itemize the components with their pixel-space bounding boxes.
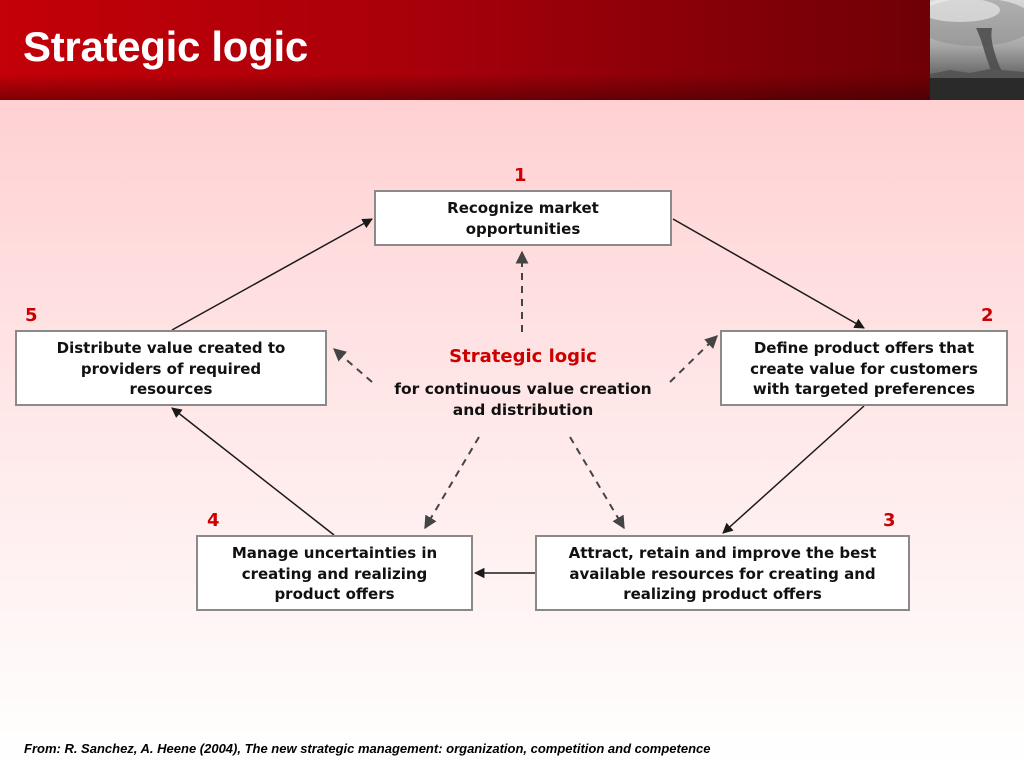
step-2-line-2: create value for customers — [750, 359, 978, 378]
tornado-photo — [930, 0, 1024, 100]
step-1-line-2: opportunities — [465, 219, 581, 238]
step-box-attract-resources: Attract, retain and improve the best ava… — [535, 535, 910, 611]
dashed-arrow-to-3 — [569, 436, 625, 530]
step-box-define-product-offers: Define product offers that create value … — [720, 330, 1008, 406]
step-box-distribute-value: Distribute value created to providers of… — [15, 330, 327, 406]
dashed-arrow-to-2 — [669, 335, 718, 383]
title-bar: Strategic logic — [0, 0, 930, 100]
step-box-recognize-opportunities: Recognize market opportunities — [374, 190, 672, 246]
step-2-line-3: with targeted preferences — [752, 380, 976, 398]
arrow-4-to-5 — [171, 407, 335, 536]
step-1-line-1: Recognize market — [447, 199, 599, 217]
arrow-2-to-3 — [722, 405, 865, 534]
step-box-manage-uncertainties: Manage uncertainties in creating and rea… — [196, 535, 473, 611]
page-title: Strategic logic — [23, 23, 308, 70]
center-subtitle-line-1: for continuous value creation — [394, 380, 652, 398]
step-5-line-2: providers of required — [80, 359, 262, 378]
step-number-2: 2 — [981, 305, 994, 326]
step-2-line-1: Define product offers that — [753, 339, 975, 357]
source-citation: From: R. Sanchez, A. Heene (2004), The n… — [24, 741, 711, 756]
step-3-line-3: realizing product offers — [623, 585, 822, 603]
step-number-5: 5 — [25, 305, 38, 326]
step-number-4: 4 — [207, 510, 220, 531]
step-4-line-1: Manage uncertainties in — [231, 544, 438, 562]
center-title: Strategic logic — [449, 346, 597, 367]
step-3-line-2: available resources for creating and — [569, 564, 876, 583]
arrow-5-to-1 — [171, 218, 373, 331]
arrow-1-to-2 — [672, 218, 865, 329]
dashed-arrow-to-5 — [333, 348, 373, 383]
step-3-line-1: Attract, retain and improve the best — [568, 544, 877, 562]
dashed-arrow-to-4 — [424, 436, 480, 530]
step-number-1: 1 — [514, 165, 527, 186]
center-subtitle: for continuous value creation and distri… — [373, 379, 673, 421]
step-5-line-3: resources — [129, 380, 213, 398]
center-subtitle-line-2: and distribution — [452, 401, 594, 419]
step-5-line-1: Distribute value created to — [56, 339, 286, 357]
step-4-line-3: product offers — [274, 585, 395, 603]
tornado-image — [930, 0, 1024, 100]
step-number-3: 3 — [883, 510, 896, 531]
step-4-line-2: creating and realizing — [241, 564, 428, 583]
